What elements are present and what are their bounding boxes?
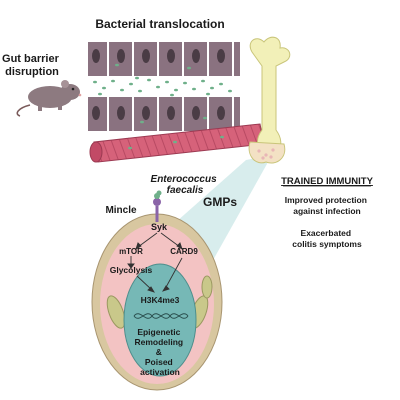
outcome-colitis: Exacerbated colitis symptoms [292, 228, 362, 249]
signaling-arrows [127, 232, 183, 293]
nucleus-line-activation: activation [140, 367, 180, 377]
nucleus-line-remodeling: Remodeling [134, 337, 183, 347]
mincle-label: Mincle [105, 205, 137, 216]
diagram-title: Bacterial translocation [95, 17, 224, 31]
gut-barrier-label: Gut barrier disruption [2, 53, 62, 78]
trained-immunity-panel: TRAINED IMMUNITY Improved protection aga… [281, 176, 373, 249]
nucleus-line-poised: Poised [145, 357, 173, 367]
mtor-label: mTOR [119, 247, 143, 256]
outcome-colitis-line2: colitis symptoms [292, 239, 362, 249]
mouse-illustration [16, 80, 82, 117]
translocating-bacteria [93, 63, 232, 143]
gut-barrier-line1: Gut barrier [2, 53, 60, 65]
glycolysis-label: Glycolysis [110, 265, 153, 275]
nucleus-line-epigenetic: Epigenetic [137, 327, 180, 337]
femur-bone [248, 36, 291, 164]
epithelium-top-row [88, 42, 240, 76]
mincle-receptor [153, 190, 162, 222]
outcome-protection-line2: against infection [293, 206, 361, 216]
nucleus [123, 263, 197, 377]
nucleus-text: Epigenetic Remodeling & Poised activatio… [134, 327, 185, 377]
cell: Mincle Syk mTOR CARD9 Glycolysis H3K4me3… [91, 190, 223, 391]
nucleus-line-ampersand: & [156, 347, 162, 357]
epithelium-bottom-row [88, 97, 240, 131]
syk-label: Syk [151, 222, 168, 232]
gut-barrier-line2: disruption [5, 66, 59, 78]
trained-immunity-heading: TRAINED IMMUNITY [281, 176, 373, 187]
card9-label: CARD9 [170, 247, 198, 256]
gmps-label: GMPs [203, 195, 237, 209]
chromatin-helix [133, 313, 189, 319]
bacterium-label: Enterococcus faecalis [151, 174, 220, 196]
bacterium-genus: Enterococcus [151, 174, 218, 185]
outcome-colitis-line1: Exacerbated [301, 228, 352, 238]
outcome-protection: Improved protection against infection [285, 195, 370, 216]
outcome-protection-line1: Improved protection [285, 195, 367, 205]
bacterium-species: faecalis [167, 185, 204, 196]
histone-mark-label: H3K4me3 [141, 295, 180, 305]
